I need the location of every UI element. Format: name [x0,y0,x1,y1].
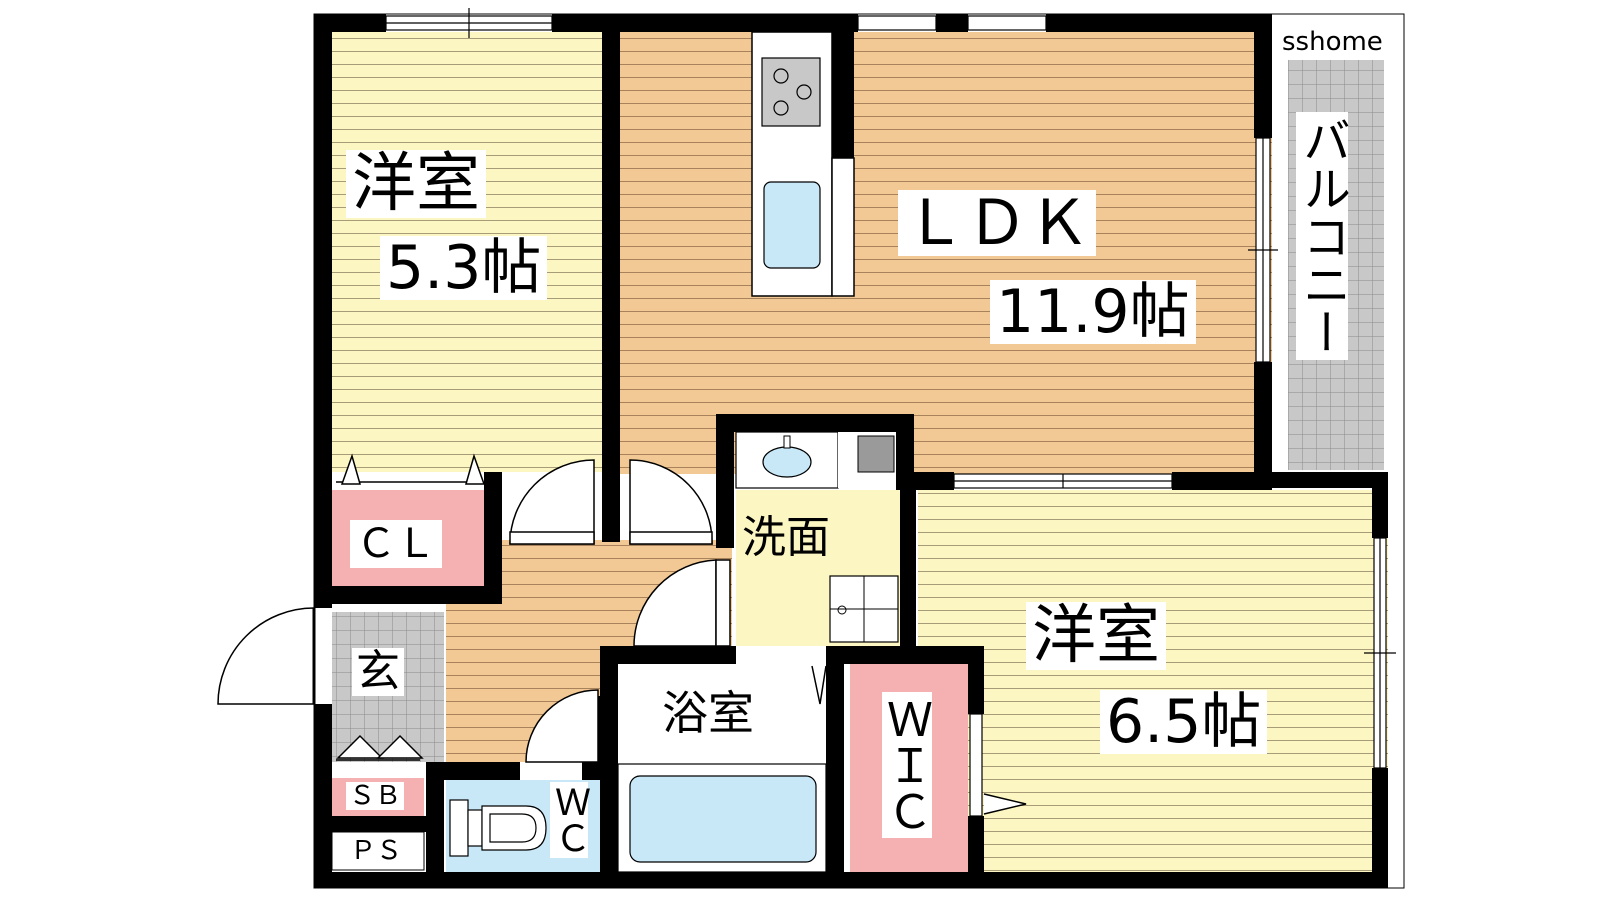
stove [761,57,821,127]
western-room-1-name: 洋室 [346,150,486,218]
ldk-name: ＬＤＫ [898,190,1097,256]
wic-name: ＷＩＣ [880,692,934,838]
pipe-space-floor [331,831,425,871]
storage-box [857,435,895,473]
pipe-space-name: ＰＳ [350,836,403,866]
toilet-name: ＷＣ [549,782,590,858]
washroom-name: 洗面 [742,512,830,563]
closet-name: ＣＬ [350,520,442,568]
watermark: sshome [1280,27,1385,57]
ldk-size: 11.9帖 [990,280,1196,344]
doors [217,453,1027,815]
kitchen-sink [763,181,821,269]
toilet-fixture [449,799,547,857]
western-room-2-name: 洋室 [1026,602,1166,670]
walls [314,14,1388,888]
western-room-1-size: 5.3帖 [380,236,548,300]
balcony-name: バルコニー [1294,112,1350,360]
entrance-name: 玄 [352,648,404,696]
western-room-2-size: 6.5帖 [1100,690,1268,754]
western-room-2-floor [918,490,1388,872]
bathroom-name: 浴室 [662,686,754,740]
shoe-box-name: ＳＢ [346,782,405,810]
